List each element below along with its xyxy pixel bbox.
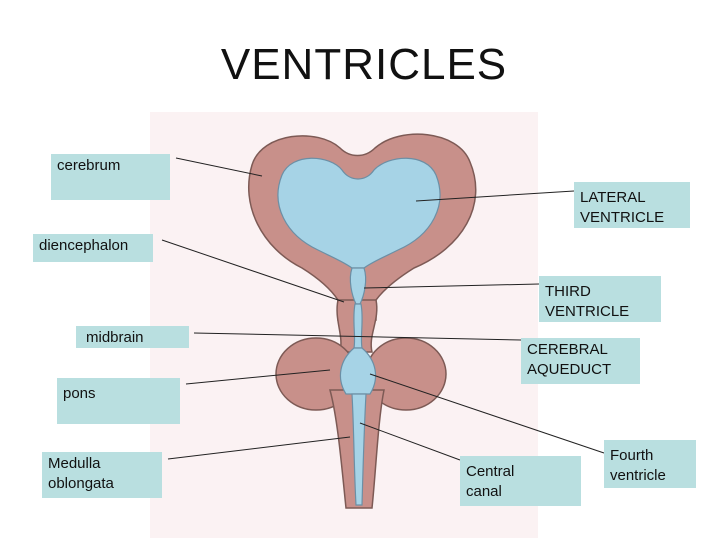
label-pons: pons (57, 378, 180, 424)
ventricle-system (277, 157, 441, 506)
diencephalon-pointer (161, 239, 345, 303)
label-medulla: Medulla oblongata (42, 452, 162, 498)
lateral-ventricle-pointer (415, 190, 575, 202)
midbrain-pointer (193, 332, 522, 341)
label-fourth-ventricle: Fourth ventricle (604, 440, 696, 488)
label-third-ventricle: THIRD VENTRICLE (539, 276, 661, 322)
label-central-canal: Central canal (460, 456, 581, 506)
page-title: VENTRICLES (220, 40, 508, 89)
label-cerebral-aqueduct: CEREBRAL AQUEDUCT (521, 338, 640, 384)
central-canal-pointer (359, 422, 461, 461)
label-midbrain: midbrain (76, 326, 189, 348)
lateral-ventricle-shape (277, 157, 441, 269)
cerebral-aqueduct-shape (353, 303, 363, 349)
label-cerebrum: cerebrum (51, 154, 170, 200)
central-canal-shape (351, 393, 367, 506)
fourth-ventricle-shape (339, 347, 377, 395)
label-lateral-ventricle: LATERAL VENTRICLE (574, 182, 690, 228)
cerebrum-pointer (175, 157, 263, 177)
fourth-ventricle-pointer (369, 373, 605, 454)
label-diencephalon: diencephalon (33, 234, 153, 262)
medulla-pointer (167, 436, 351, 460)
pons-pointer (185, 369, 331, 385)
third-ventricle-pointer (363, 283, 540, 289)
pointer-lines (161, 157, 605, 461)
